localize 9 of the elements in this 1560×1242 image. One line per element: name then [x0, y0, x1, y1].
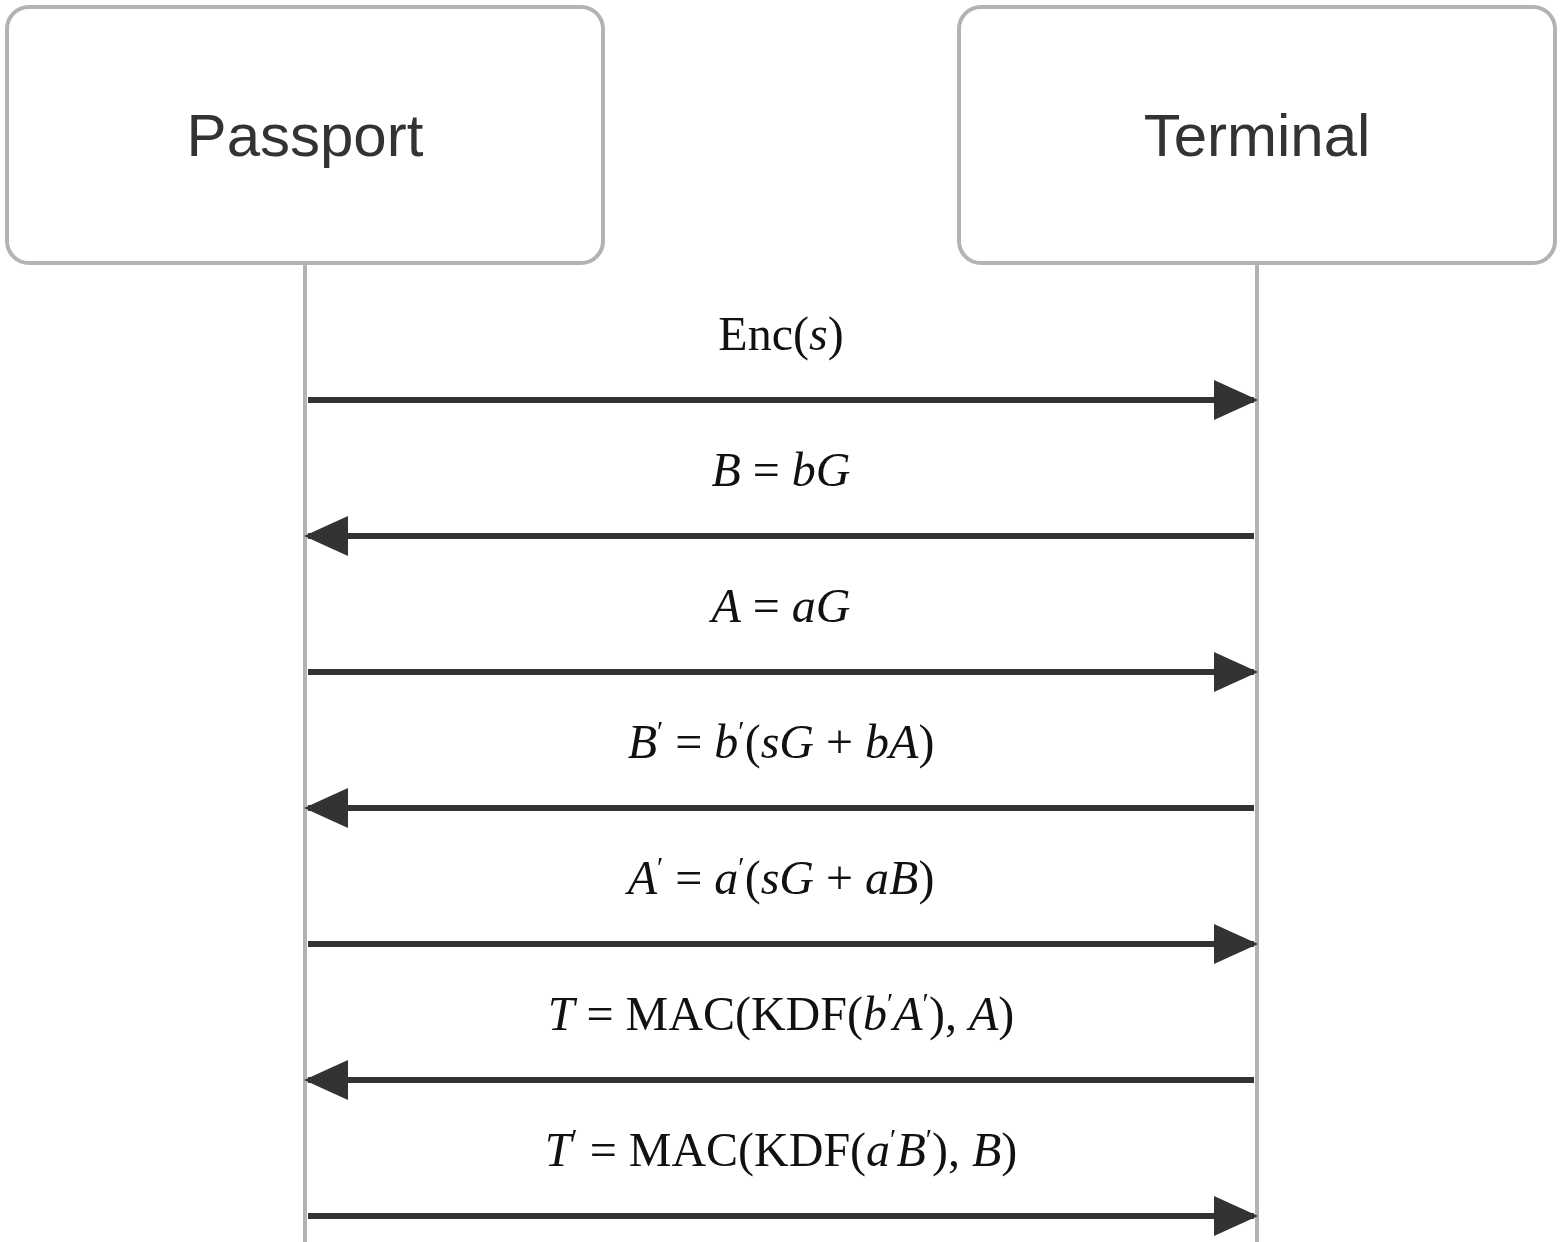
message-arrow — [308, 380, 1258, 420]
message-arrow — [308, 652, 1258, 692]
participant-name: Terminal — [1143, 100, 1371, 170]
participant-name: Passport — [186, 100, 424, 170]
message-arrow — [308, 1196, 1258, 1236]
message-arrow — [304, 516, 1254, 556]
message-arrow — [308, 924, 1258, 964]
message-arrow — [304, 1060, 1254, 1100]
message-arrow — [304, 788, 1254, 828]
